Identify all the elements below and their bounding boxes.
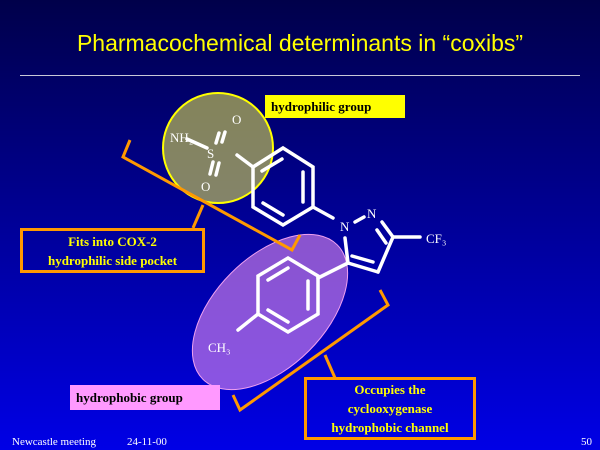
footer-date: 24-11-00 [127, 436, 167, 448]
hydrophilic-region [162, 92, 274, 204]
channel-callout-line: Occupies the [354, 382, 426, 397]
sulfur-label: S [207, 146, 214, 161]
cf3-label: CF₃ [426, 231, 446, 246]
channel-connector [323, 354, 337, 379]
slide-title: Pharmacochemical determinants in “coxibs… [76, 30, 524, 56]
n1-label: N [340, 219, 350, 234]
n2-label: N [367, 206, 377, 221]
pocket-callout-line: hydrophilic side pocket [47, 252, 178, 268]
ch3-label: CH₃ [208, 340, 231, 355]
hydrophilic-label: hydrophilic group [265, 95, 405, 118]
channel-callout-line: hydrophobic channel [331, 420, 449, 435]
page-number: 50 [581, 436, 592, 448]
hydrophilic-bracket [121, 139, 302, 253]
pocket-connector [191, 204, 205, 229]
oxygen-bottom-label: O [201, 179, 210, 194]
bonds [185, 130, 422, 335]
hydrophobic-label: hydrophobic group [70, 385, 220, 410]
channel-callout-line: cyclooxygenase [347, 401, 433, 416]
footer-event: Newcastle meeting [12, 436, 96, 448]
title-divider [20, 75, 580, 76]
hydrophobic-bracket [231, 289, 390, 413]
nh2-label: NH₂ [170, 130, 193, 145]
oxygen-top-label: O [232, 112, 241, 127]
channel-callout: Occupies the cyclooxygenase hydrophobic … [304, 377, 476, 440]
pocket-callout-line: Fits into COX-2 [68, 233, 157, 249]
pocket-callout: Fits into COX-2 hydrophilic side pocket [20, 228, 205, 273]
